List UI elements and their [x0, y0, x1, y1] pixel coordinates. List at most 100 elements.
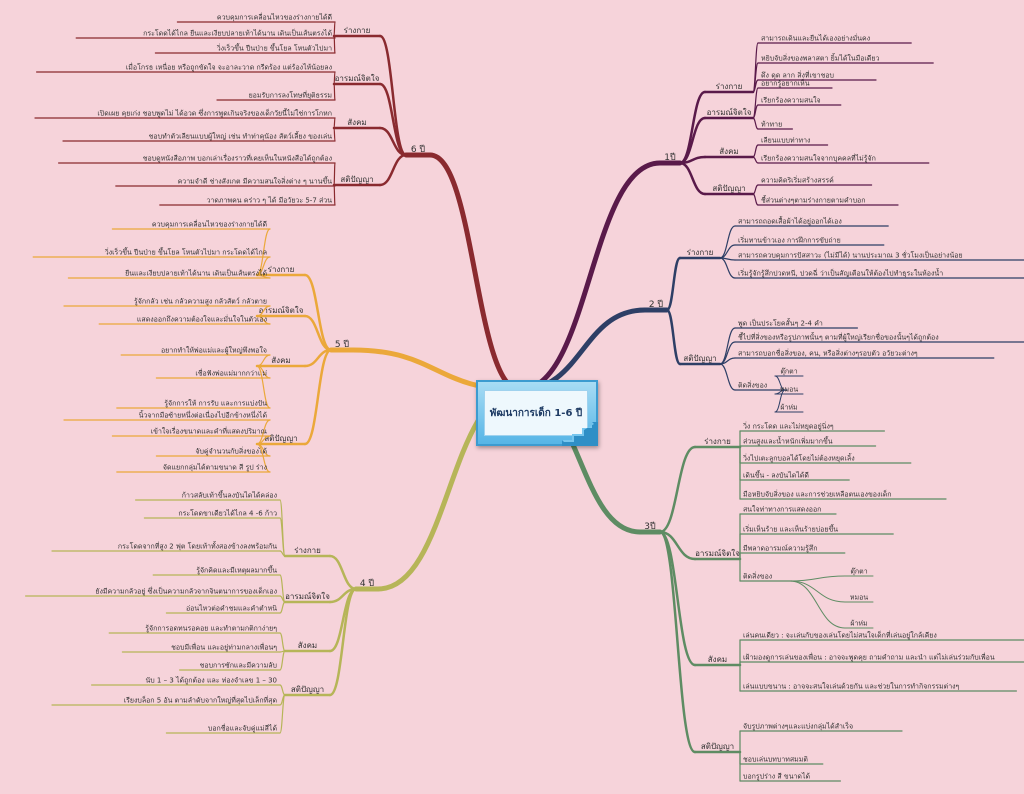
item-age3-0-2[interactable]: วิ่งไปเตะลูกบอลได้โดยไม่ต้องหยุดเลิ้ง	[743, 452, 855, 463]
item-age3-3-0[interactable]: จับรูปภาพต่างๆและแบ่งกลุ่มได้สำเร็จ	[743, 722, 853, 731]
item-age5-0-2[interactable]: ยืนและเงียบปลายเท้าได้นาน เดินเป็นเส้นตร…	[125, 269, 267, 278]
item-age4-2-2[interactable]: ชอบการซักและมีความลับ	[200, 662, 277, 670]
item-age4-2-0[interactable]: รู้จักการอดทนรอคอย และทำตามกติกาง่ายๆ	[145, 625, 277, 633]
item-age6-0-1[interactable]: กระโดดได้ไกล ยืนและเงียบปลายเท้าได้นาน เ…	[143, 29, 332, 38]
item-age2-1-2[interactable]: สามารถบอกชื่อสิ่งของ, คน, หรือสิ่งต่างๆร…	[738, 349, 918, 358]
branch-age5-label[interactable]: 5 ปี	[335, 339, 350, 350]
item-age3-2-2[interactable]: เล่นแบบขนาน : อาจจะสนใจเล่นด้วยกัน และช่…	[743, 682, 960, 691]
item-age6-2-0[interactable]: เปิดเผย คุยเก่ง ชอบพูดไม่ ได้อวด ซึ่งการ…	[97, 107, 332, 118]
category-age6-2-label[interactable]: สังคม	[347, 118, 366, 127]
item-age1-1-1[interactable]: เรียกร้องความสนใจ	[761, 96, 821, 105]
item-age1-0-0[interactable]: สามารถเดินและยืนได้เองอย่างมั่นคง	[761, 34, 870, 43]
category-age2-1-label[interactable]: สติปัญญา	[683, 354, 716, 363]
item-age4-2-1[interactable]: ชอบมีเพื่อน และอยู่ท่ามกลางเพื่อนๆ	[171, 643, 277, 652]
item-age5-2-0[interactable]: อยากทำให้พ่อแม่และผู้ใหญ่พึงพอใจ	[161, 346, 267, 355]
item-age6-1-1[interactable]: ยอมรับการลงโทษที่ยุติธรรม	[249, 91, 332, 100]
item-age5-2-2[interactable]: รู้จักการให้ การรับ และการแบ่งปัน	[164, 399, 267, 408]
item-age3-1-3[interactable]: ติดสิ่งของ	[743, 572, 772, 581]
category-age3-3-label[interactable]: สติปัญญา	[701, 742, 734, 751]
category-age1-0-label[interactable]: ร่างกาย	[716, 82, 743, 91]
category-age1-1-label[interactable]: อารมณ์จิตใจ	[707, 107, 752, 117]
item-age4-1-1[interactable]: ยังมีความกลัวอยู่ ซึ่งเป็นความกลัวจากจิน…	[95, 587, 277, 596]
category-age4-2-label[interactable]: สังคม	[298, 641, 317, 650]
item-age3-2-0[interactable]: เล่นคนเดียว : จะเล่นกับของเล่นโดยไม่สนใจ…	[743, 631, 937, 640]
category-age1-2-label[interactable]: สังคม	[719, 147, 738, 156]
category-age3-0-label[interactable]: ร่างกาย	[704, 437, 731, 446]
category-age6-1-label[interactable]: อารมณ์จิตใจ	[335, 73, 380, 83]
item-age6-3-1[interactable]: ความจำดี ช่างสังเกต มีความสนใจสิ่งต่าง ๆ…	[178, 175, 333, 186]
item-age4-0-2[interactable]: กระโดดจากที่สูง 2 ฟุต โดยเท้าทั้งสองข้าง…	[118, 540, 277, 551]
subitem-age3-0[interactable]: ตุ๊กตา	[850, 568, 867, 576]
item-age6-3-2[interactable]: วาดภาพคน คร่าว ๆ ได้ มีอวัยวะ 5-7 ส่วน	[207, 196, 333, 205]
item-age1-3-1[interactable]: ชี้ส่วนต่างๆตามร่างกายตามคำบอก	[761, 194, 865, 205]
item-age5-2-1[interactable]: เชื่อฟังพ่อแม่มากกว่าแม่	[195, 369, 267, 378]
item-age5-0-1[interactable]: วิ่งเร็วขึ้น ปีนป่าย ขึ้นโยล โหนตัวไปมา …	[105, 246, 267, 257]
item-age4-3-0[interactable]: นับ 1 – 3 ได้ถูกต้อง และ ท่องจำเลข 1 – 3…	[145, 676, 277, 685]
category-age5-3-label[interactable]: สติปัญญา	[264, 434, 297, 443]
item-age3-1-1[interactable]: เริ่มเห็นร้าย และเห็นร้ายบ่อยขึ้น	[743, 523, 838, 534]
branch-age2-label[interactable]: 2 ปี	[649, 299, 664, 310]
category-age4-3-label[interactable]: สติปัญญา	[291, 685, 324, 694]
subitem-age2-2[interactable]: ผ้าห่ม	[780, 404, 797, 412]
subitem-age2-1[interactable]: หมอน	[780, 386, 798, 394]
item-age3-0-0[interactable]: วิ่ง กระโดด และไม่หยุดอยู่นิ่งๆ	[743, 422, 834, 431]
item-age6-1-0[interactable]: เมื่อโกรธ เหนื่อย หรือถูกขัดใจ จะอาละวาด…	[126, 63, 332, 72]
item-age5-0-0[interactable]: ควบคุมการเคลื่อนไหวของร่างกายได้ดี	[152, 220, 267, 229]
item-age5-3-1[interactable]: เข้าใจเรื่องขนาดและคำที่แสดงปริมาณ	[151, 427, 268, 436]
item-age1-1-2[interactable]: ท้าทาย	[761, 121, 782, 129]
item-age5-3-0[interactable]: นิ้วจากมือซ้ายหนึ่งต่อเนื่องไปอีกข้างหนึ…	[139, 409, 267, 420]
item-age1-2-1[interactable]: เรียกร้องความสนใจจากบุคคลที่ไม่รู้จัก	[761, 154, 876, 163]
item-age6-0-2[interactable]: วิ่งเร็วขึ้น ปีนป่าย ขึ้นโยล โหนตัวไปมา	[217, 42, 332, 53]
item-age2-0-0[interactable]: สามารถถอดเสื้อผ้าได้อยู่ออกได้เอง	[738, 215, 842, 226]
branch-age4-label[interactable]: 4 ปี	[360, 578, 375, 589]
item-age5-1-1[interactable]: แสดงออกถึงความต้องใจและมั่นใจในตัวเอง	[137, 315, 267, 324]
item-age6-3-0[interactable]: ชอบดูหนังสือภาพ บอกเล่าเรื่องราวที่เคยเห…	[143, 154, 332, 163]
item-age3-1-2[interactable]: มีพลาดอารมณ์ความรู้สึก	[743, 544, 817, 553]
item-age5-3-3[interactable]: จัดแยกกลุ่มได้ตามขนาด สี รูป ร่าง	[163, 463, 267, 472]
category-age3-2-label[interactable]: สังคม	[708, 655, 727, 664]
item-age4-1-2[interactable]: อ่อนไหวต่อคำชมและคำตำหนิ	[186, 604, 277, 613]
category-age4-1-label[interactable]: อารมณ์จิตใจ	[285, 591, 330, 601]
item-age1-3-0[interactable]: ความคิดริเริ่มสร้างสรรค์	[761, 176, 834, 185]
category-age5-1-label[interactable]: อารมณ์จิตใจ	[259, 305, 304, 315]
item-age4-3-1[interactable]: เรียงบล็อก 5 อัน ตามลำดับจากใหญ่ที่สุดไป…	[124, 696, 277, 705]
item-age4-0-1[interactable]: กระโดดขาเดียวได้ไกล 4 -6 ก้าว	[178, 509, 277, 518]
branch-age3-label[interactable]: 3ปี	[644, 521, 656, 532]
category-age4-0-label[interactable]: ร่างกาย	[294, 546, 321, 555]
item-age3-3-2[interactable]: บอกรูปร่าง สี ขนาดได้	[743, 772, 810, 781]
item-age4-0-0[interactable]: ก้าวสลับเท้าขึ้นลงบันไดได้คล่อง	[182, 489, 277, 500]
item-age3-0-3[interactable]: เดินขึ้น - ลงบันไดได้ดี	[743, 469, 809, 480]
category-age3-1-label[interactable]: อารมณ์จิตใจ	[695, 548, 740, 558]
item-age1-2-0[interactable]: เลียนแบบท่าทาง	[761, 137, 810, 145]
item-age1-1-0[interactable]: อยากรู้อยากเห็น	[761, 79, 810, 88]
subitem-age2-0[interactable]: ตุ๊กตา	[780, 368, 797, 376]
category-age6-0-label[interactable]: ร่างกาย	[344, 26, 371, 35]
category-age6-3-label[interactable]: สติปัญญา	[340, 175, 373, 184]
item-age1-0-2[interactable]: ดึง ดุด ลาก สิ่งที่เขาชอบ	[761, 71, 834, 80]
subitem-age3-1[interactable]: หมอน	[850, 594, 868, 602]
item-age3-2-1[interactable]: เฝ้ามองดูการเล่นของเพื่อน : อาจจะพูดคุย …	[743, 653, 995, 662]
central-topic[interactable]: พัฒนาการเด็ก 1-6 ปี	[476, 380, 598, 446]
category-age5-2-label[interactable]: สังคม	[271, 356, 290, 365]
item-age3-3-1[interactable]: ชอบเล่นบทบาทสมมติ	[743, 756, 808, 764]
item-age6-0-0[interactable]: ควบคุมการเคลื่อนไหวของร่างกายได้ดี	[217, 13, 332, 22]
item-age3-0-1[interactable]: ส่วนสูงและน้ำหนักเพิ่มมากขึ้น	[743, 435, 833, 446]
item-age4-1-0[interactable]: รู้จักคิดและมีเหตุผลมากขึ้น	[196, 564, 277, 575]
item-age2-0-1[interactable]: เริ่มทานข้าวเอง การฝึกการขับถ่าย	[738, 236, 841, 245]
item-age5-3-2[interactable]: จับคู่จำนวนกับสิ่งของได้	[195, 447, 267, 456]
item-age4-3-2[interactable]: บอกชื่อและจับคู่แม่สีได้	[208, 724, 277, 733]
item-age1-0-1[interactable]: หยิบจับสิ่งของพลาสตา ยิ้มได้ในมือเดียว	[761, 52, 879, 63]
category-age2-0-label[interactable]: ร่างกาย	[687, 248, 714, 257]
category-age5-0-label[interactable]: ร่างกาย	[268, 265, 295, 274]
subitem-age3-2[interactable]: ผ้าห่ม	[850, 620, 867, 628]
item-age5-1-0[interactable]: รู้จักกลัว เช่น กลัวความสูง กลัวสัตว์ กล…	[134, 298, 267, 306]
category-age1-3-label[interactable]: สติปัญญา	[712, 184, 745, 193]
branch-age1-label[interactable]: 1ปี	[664, 152, 676, 163]
item-age2-1-0[interactable]: พูด เป็นประโยคสั้นๆ 2-4 คำ	[738, 317, 823, 328]
item-age2-0-2[interactable]: สามารถควบคุมการปัสสาวะ (ไม่มีได้) นานประ…	[738, 251, 963, 260]
item-age2-0-3[interactable]: เริ่มรู้จักรู้สึกปวดหนี, ปวดฉี่ ว่าเป็นส…	[738, 267, 943, 278]
branch-age6-label[interactable]: 6 ปี	[411, 144, 426, 155]
item-age3-0-4[interactable]: มือหยิบจับสิ่งของ และการช่วยเหลือตนเองขอ…	[743, 490, 892, 499]
item-age2-1-3[interactable]: ติดสิ่งของ	[738, 381, 767, 390]
item-age3-1-0[interactable]: สนใจท่าทางการแสดงออก	[743, 505, 821, 514]
